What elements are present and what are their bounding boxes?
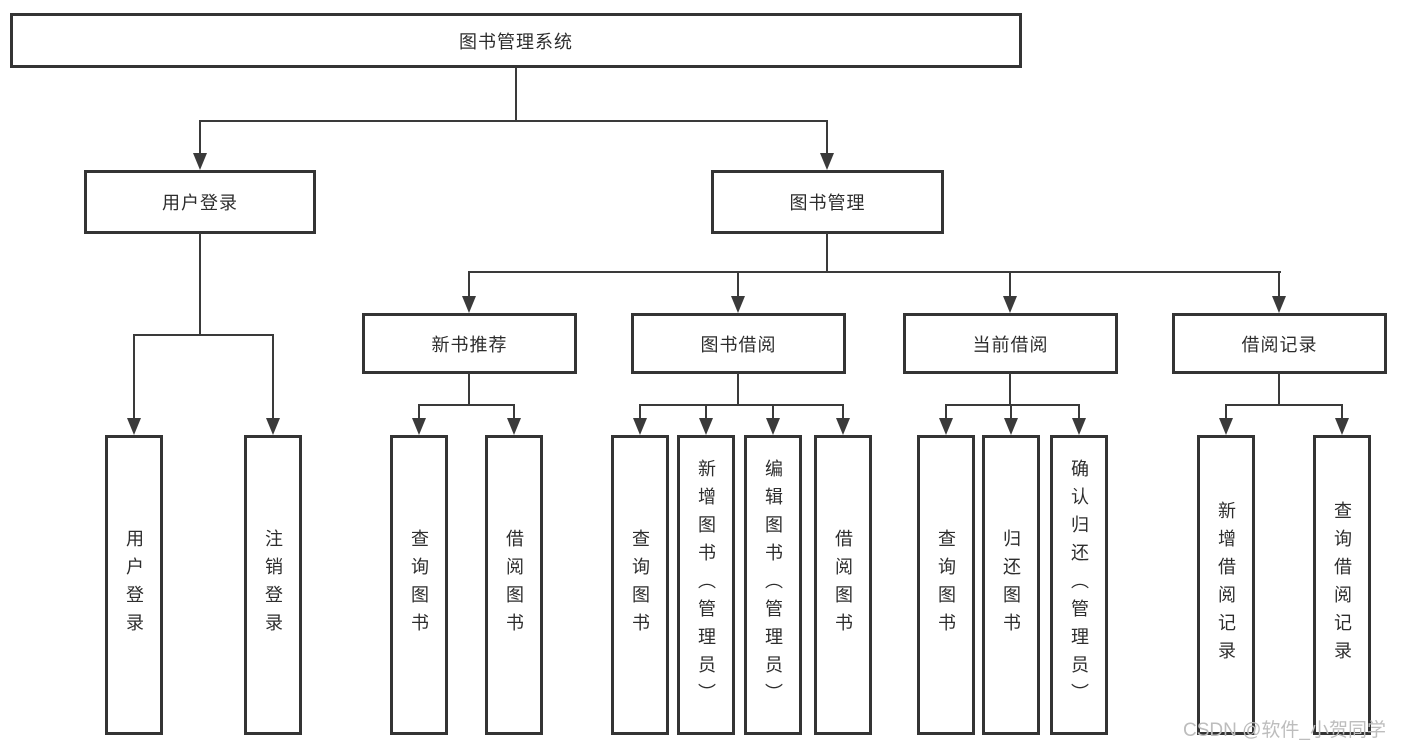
connector-user-login-bus bbox=[133, 334, 274, 336]
connector-to-current bbox=[1009, 271, 1011, 298]
leaf-label: 查询图书 bbox=[936, 529, 956, 641]
connector-current-bus bbox=[945, 404, 1080, 406]
node-new-book-recommend: 新书推荐 bbox=[362, 313, 577, 374]
arrowhead-icon bbox=[1219, 418, 1233, 435]
node-label: 用户登录 bbox=[162, 193, 238, 213]
arrowhead-icon bbox=[1004, 418, 1018, 435]
connector-user-login-stem bbox=[199, 233, 201, 336]
arrowhead-icon bbox=[939, 418, 953, 435]
leaf-label: 查询图书 bbox=[630, 529, 650, 641]
connector-to-leaf-logout bbox=[272, 334, 274, 420]
leaf-label: 归还图书 bbox=[1001, 529, 1021, 641]
leaf-query-books-borrowing: 查询图书 bbox=[611, 435, 669, 735]
connector-borrowing-bus bbox=[639, 404, 844, 406]
connector-leaf-stub bbox=[705, 404, 707, 420]
node-book-borrowing: 图书借阅 bbox=[631, 313, 846, 374]
arrowhead-icon bbox=[507, 418, 521, 435]
arrowhead-icon bbox=[699, 418, 713, 435]
node-book-management: 图书管理 bbox=[711, 170, 944, 234]
connector-book-mgmt-stem bbox=[826, 233, 828, 273]
node-label: 图书借阅 bbox=[700, 334, 777, 355]
arrowhead-icon bbox=[766, 418, 780, 435]
arrowhead-icon bbox=[266, 418, 280, 435]
leaf-label: 注销登录 bbox=[263, 529, 283, 641]
arrowhead-icon bbox=[462, 296, 476, 313]
connector-to-book-mgmt bbox=[826, 120, 828, 156]
node-library-system: 图书管理系统 bbox=[10, 13, 1022, 68]
arrowhead-icon bbox=[1272, 296, 1286, 313]
node-label: 图书管理 bbox=[789, 193, 866, 213]
node-label: 图书管理系统 bbox=[459, 31, 573, 52]
leaf-return-books: 归还图书 bbox=[982, 435, 1040, 735]
leaf-label: 查询图书 bbox=[409, 529, 429, 641]
connector-leaf-stub bbox=[1010, 404, 1012, 420]
connector-root-stem bbox=[515, 68, 517, 122]
leaf-label: 确认归还（管理员） bbox=[1069, 459, 1089, 711]
connector-to-new-book bbox=[468, 271, 470, 298]
arrowhead-icon bbox=[633, 418, 647, 435]
connector-leaf-stub bbox=[842, 404, 844, 420]
node-borrowing-records: 借阅记录 bbox=[1172, 313, 1387, 374]
connector-borrowing-stem bbox=[737, 373, 739, 406]
arrowhead-icon bbox=[1003, 296, 1017, 313]
leaf-borrow-books-recommend: 借阅图书 bbox=[485, 435, 543, 735]
node-current-borrowing: 当前借阅 bbox=[903, 313, 1118, 374]
arrowhead-icon bbox=[127, 418, 141, 435]
csdn-watermark: CSDN @软件_小贺同学 bbox=[1183, 720, 1386, 741]
leaf-confirm-return-admin: 确认归还（管理员） bbox=[1050, 435, 1108, 735]
leaf-query-books-current: 查询图书 bbox=[917, 435, 975, 735]
connector-leaf-stub bbox=[945, 404, 947, 420]
connector-new-book-bus bbox=[418, 404, 515, 406]
leaf-label: 借阅图书 bbox=[833, 529, 853, 641]
leaf-label: 借阅图书 bbox=[504, 529, 524, 641]
connector-to-user-login bbox=[199, 120, 201, 156]
leaf-edit-book-admin: 编辑图书（管理员） bbox=[744, 435, 802, 735]
leaf-label: 查询借阅记录 bbox=[1332, 501, 1352, 669]
leaf-user-login: 用户登录 bbox=[105, 435, 163, 735]
arrowhead-icon bbox=[412, 418, 426, 435]
connector-leaf-stub bbox=[1341, 404, 1343, 420]
arrowhead-icon bbox=[836, 418, 850, 435]
leaf-label: 新增借阅记录 bbox=[1216, 501, 1236, 669]
connector-records-bus bbox=[1225, 404, 1343, 406]
arrowhead-icon bbox=[820, 153, 834, 170]
leaf-label: 新增图书（管理员） bbox=[696, 459, 716, 711]
node-label: 当前借阅 bbox=[972, 334, 1049, 355]
leaf-add-book-admin: 新增图书（管理员） bbox=[677, 435, 735, 735]
connector-new-book-stem bbox=[468, 373, 470, 406]
arrowhead-icon bbox=[1072, 418, 1086, 435]
connector-leaf-stub bbox=[639, 404, 641, 420]
connector-leaf-stub bbox=[513, 404, 515, 420]
leaf-query-borrow-record: 查询借阅记录 bbox=[1313, 435, 1371, 735]
node-label: 新书推荐 bbox=[431, 334, 508, 355]
leaf-logout: 注销登录 bbox=[244, 435, 302, 735]
connector-to-leaf-login bbox=[133, 334, 135, 420]
arrowhead-icon bbox=[193, 153, 207, 170]
connector-to-records bbox=[1278, 271, 1280, 298]
connector-root-bus bbox=[199, 120, 828, 122]
connector-records-stem bbox=[1278, 373, 1280, 406]
connector-to-borrowing bbox=[737, 271, 739, 298]
connector-leaf-stub bbox=[1078, 404, 1080, 420]
connector-leaf-stub bbox=[1225, 404, 1227, 420]
arrowhead-icon bbox=[1335, 418, 1349, 435]
arrowhead-icon bbox=[731, 296, 745, 313]
connector-leaf-stub bbox=[772, 404, 774, 420]
leaf-label: 用户登录 bbox=[124, 529, 144, 641]
connector-book-mgmt-bus bbox=[468, 271, 1281, 273]
node-label: 借阅记录 bbox=[1241, 334, 1318, 355]
leaf-label: 编辑图书（管理员） bbox=[763, 459, 783, 711]
leaf-query-books-recommend: 查询图书 bbox=[390, 435, 448, 735]
connector-leaf-stub bbox=[418, 404, 420, 420]
leaf-borrow-books: 借阅图书 bbox=[814, 435, 872, 735]
leaf-add-borrow-record: 新增借阅记录 bbox=[1197, 435, 1255, 735]
node-user-login: 用户登录 bbox=[84, 170, 316, 234]
connector-current-stem bbox=[1009, 373, 1011, 406]
